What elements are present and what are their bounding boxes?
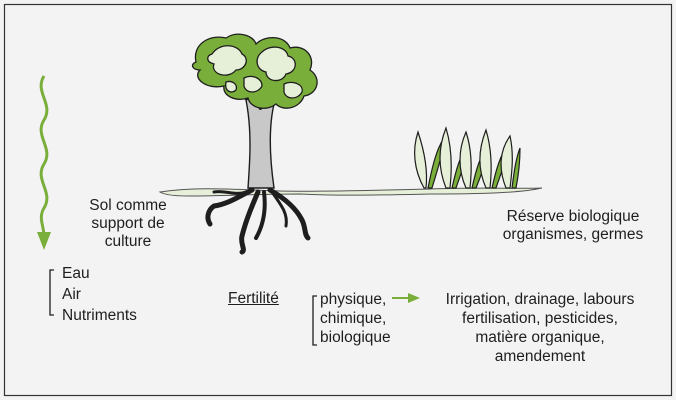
- soil-label-line: culture: [74, 233, 182, 251]
- fertility-action: fertilisation, pesticides,: [418, 309, 662, 328]
- fertility-actions: Irrigation, drainage, labours fertilisat…: [418, 290, 662, 366]
- soil-label-line: support de: [74, 215, 182, 233]
- fertility-action: Irrigation, drainage, labours: [418, 290, 662, 309]
- fertility-action: amendement: [418, 347, 662, 366]
- fertility-type: biologique: [320, 328, 391, 347]
- reserve-line: organismes, germes: [488, 226, 658, 244]
- fertility-types: physique, chimique, biologique: [320, 290, 391, 347]
- input-item-nutriments: Nutriments: [62, 305, 137, 326]
- fertility-type: physique,: [320, 290, 391, 309]
- input-item-eau: Eau: [62, 263, 137, 284]
- reserve-line: Réserve biologique: [488, 208, 658, 226]
- soil-label: Sol comme support de culture: [74, 197, 182, 251]
- soil-label-line: Sol comme: [74, 197, 182, 215]
- fertility-action: matière organique,: [418, 328, 662, 347]
- biological-reserve-label: Réserve biologique organismes, germes: [488, 208, 658, 244]
- inputs-list: Eau Air Nutriments: [62, 263, 137, 326]
- fertility-label: Fertilité: [228, 290, 279, 308]
- input-item-air: Air: [62, 284, 137, 305]
- fertility-type: chimique,: [320, 309, 391, 328]
- tree-trunk: [246, 96, 274, 188]
